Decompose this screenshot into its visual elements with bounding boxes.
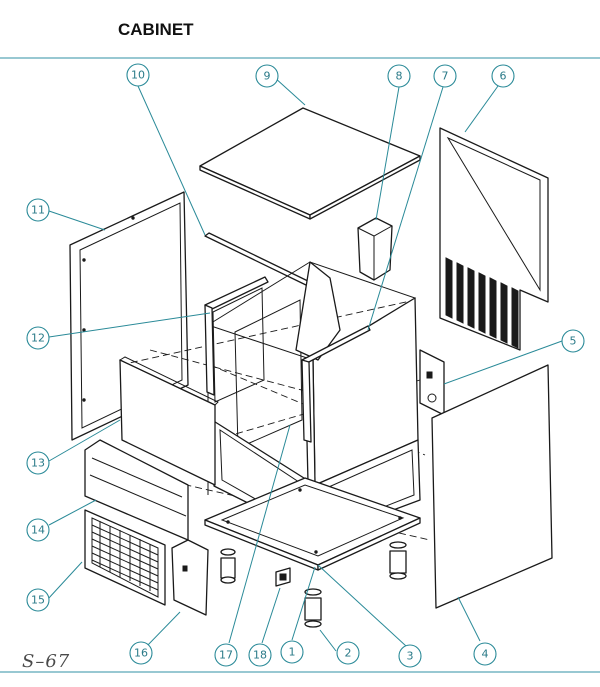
callout-5: 5 [561,329,585,353]
small-bracket [275,567,291,587]
svg-text:6: 6 [500,70,507,83]
svg-text:12: 12 [31,332,45,345]
callout-3: 3 [398,644,422,668]
page-title: CABINET [118,20,194,39]
svg-text:7: 7 [442,70,449,83]
svg-text:5: 5 [570,335,577,348]
callout-14: 14 [26,518,50,542]
svg-text:3: 3 [407,650,414,663]
top-panel [199,107,421,220]
ice-chute [357,217,393,281]
front-left-panel [118,356,219,486]
top-rail [204,232,313,287]
svg-text:15: 15 [31,594,45,607]
callout-6: 6 [491,64,515,88]
svg-text:10: 10 [131,69,145,82]
callout-7: 7 [433,64,457,88]
callout-10: 10 [126,63,150,87]
drawing-code: S–67 [22,651,71,672]
svg-text:13: 13 [31,457,45,470]
callout-12: 12 [26,326,50,350]
callout-18: 18 [248,643,272,667]
front-grille-cover [84,439,189,541]
callout-8: 8 [387,64,411,88]
callout-16: 16 [129,641,153,665]
leg-left [220,548,236,584]
front-right-panel [301,325,371,443]
svg-text:18: 18 [253,649,267,662]
right-side-panel [431,364,553,609]
leg-front [304,588,322,628]
svg-text:4: 4 [482,648,489,661]
svg-text:9: 9 [264,70,271,83]
access-door [171,539,209,616]
callout-11: 11 [26,198,50,222]
callout-1: 1 [280,640,304,664]
callout-4: 4 [473,642,497,666]
svg-text:16: 16 [134,647,148,660]
svg-text:8: 8 [396,70,403,83]
callout-9: 9 [255,64,279,88]
leg-right [389,541,407,580]
legs [220,541,407,628]
svg-text:17: 17 [219,649,233,662]
leader-lines [47,76,563,652]
svg-text:11: 11 [31,204,45,217]
front-frame-post [204,276,269,403]
back-louvers [445,257,519,349]
svg-text:14: 14 [31,524,45,537]
control-box [419,349,445,416]
callout-13: 13 [26,451,50,475]
svg-text:2: 2 [345,647,352,660]
condenser-grille [84,509,166,606]
back-panel [439,127,549,351]
callout-2: 2 [336,641,360,665]
svg-text:1: 1 [289,646,296,659]
callout-15: 15 [26,588,50,612]
callout-17: 17 [214,643,238,667]
